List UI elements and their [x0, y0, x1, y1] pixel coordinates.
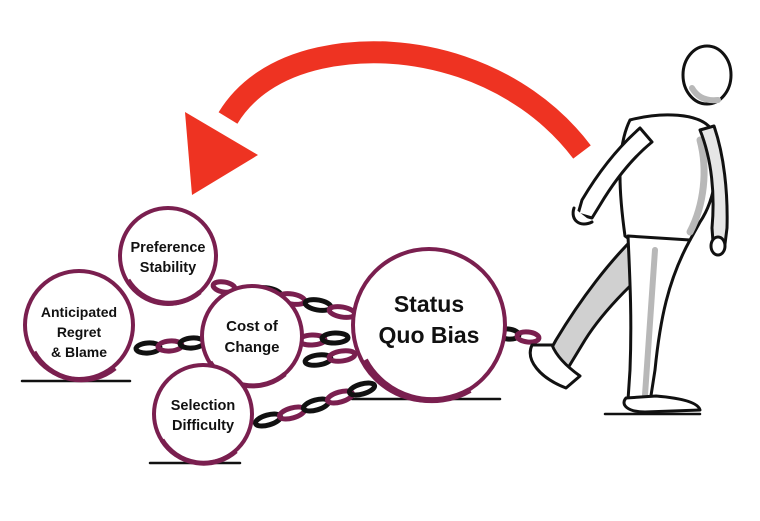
curved-return-arrow-icon — [185, 41, 591, 195]
ball-label-line: Stability — [140, 260, 196, 276]
ball-label-line: & Blame — [51, 344, 107, 360]
ball-label-line: Selection — [171, 398, 235, 414]
ball-status-quo-bias: Status Quo Bias — [351, 247, 507, 404]
ball-label-line: Preference — [131, 240, 206, 256]
ball-label-line: Change — [224, 339, 279, 356]
ball-label-line: Cost of — [226, 318, 279, 335]
walking-person-icon — [528, 44, 733, 414]
ball-label-line: Status — [394, 291, 464, 317]
chain-selection-to-status — [252, 380, 378, 429]
ball-anticipated-regret-blame: Anticipated Regret & Blame — [23, 269, 135, 383]
ball-label-line: Difficulty — [172, 418, 234, 434]
ball-selection-difficulty: Selection Difficulty — [152, 363, 254, 466]
ball-cost-of-change: Cost of Change — [200, 284, 304, 389]
ball-label-line: Quo Bias — [379, 322, 480, 348]
ball-label-line: Anticipated — [41, 304, 117, 320]
ball-label-line: Regret — [57, 324, 102, 340]
chain-regret-to-cost — [133, 335, 207, 356]
chain-cost-to-status — [296, 330, 358, 368]
ball-preference-stability: Preference Stability — [118, 206, 218, 306]
